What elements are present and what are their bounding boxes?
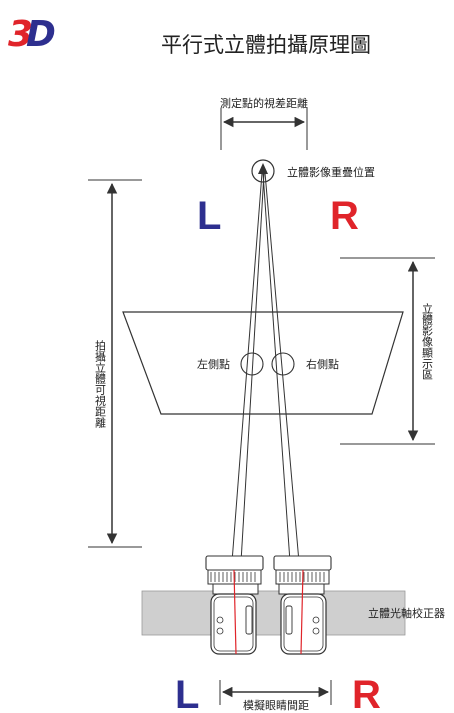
interaxial-label: 模擬眼睛間距 [243, 698, 309, 712]
right-ray-inner [262, 172, 291, 563]
calibrator-bar [141, 590, 406, 636]
right-camera-icon [273, 555, 332, 655]
left-ray-inner [240, 172, 265, 563]
convergence-arrow-icon [258, 163, 268, 174]
parallax-label: 測定點的視差距離 [220, 96, 308, 110]
logo-3d: 3 D [8, 14, 56, 55]
calibrator-label: 立體光軸校正器 [368, 606, 445, 620]
left-camera-icon [205, 555, 264, 655]
left-eye-label-top: L [197, 194, 221, 238]
display-area-label: 立體影像顯示區 [421, 302, 434, 380]
right-ray-outer [264, 172, 300, 563]
logo-d-glyph: D [26, 14, 56, 55]
right-point-label: 右側點 [306, 357, 339, 371]
right-eye-label-top: R [330, 194, 359, 238]
page-title: 平行式立體拍攝原理圖 [161, 33, 371, 57]
logo-three-glyph: 3 [8, 14, 33, 55]
left-point-label: 左側點 [197, 358, 230, 371]
left-ray-outer [231, 172, 263, 563]
overlap-position-label: 立體影像重疊位置 [287, 165, 375, 179]
shooting-distance-label: 拍攝立體可視距離 [94, 339, 107, 429]
left-eye-label-bottom: L [175, 673, 199, 713]
right-eye-label-bottom: R [352, 673, 381, 713]
